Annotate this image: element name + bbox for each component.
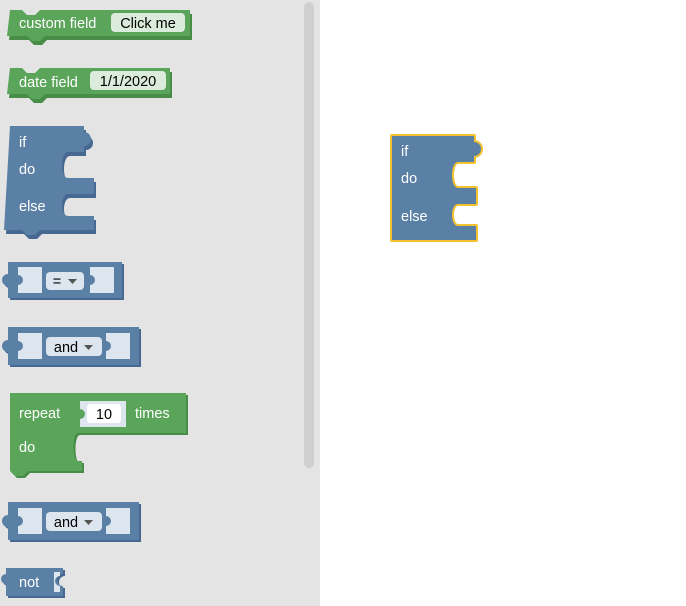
repeat-times-value: 10 (96, 407, 112, 423)
logic-1-right-slot[interactable] (106, 333, 130, 359)
click-me-button[interactable]: Click me (111, 13, 185, 32)
repeat-times-input[interactable]: 10 (80, 401, 126, 427)
not-label: not (19, 575, 39, 591)
dropdown-arrow-icon (84, 345, 93, 350)
workspace-do-label: do (401, 171, 417, 187)
date-field-block[interactable]: date field 1/1/2020 (7, 68, 172, 103)
workspace-if-else-block[interactable]: if do else (390, 134, 483, 242)
repeat-block[interactable]: repeat 10 times do (10, 393, 188, 478)
logic-2-operator-value: and (54, 515, 78, 531)
logic-2-operator-dropdown[interactable]: and (46, 512, 102, 531)
logic-2-left-slot[interactable] (18, 508, 42, 534)
logic-1-operator-dropdown[interactable]: and (46, 337, 102, 356)
workspace-canvas[interactable] (320, 0, 686, 606)
compare-operator-value: = (53, 274, 61, 290)
dropdown-arrow-icon (68, 279, 77, 284)
dropdown-arrow-icon (84, 520, 93, 525)
workspace-if-label: if (401, 144, 409, 160)
if-else-block[interactable]: if do else (4, 126, 96, 239)
logic-1-operator-value: and (54, 340, 78, 356)
logic-operation-block-2[interactable]: and (2, 502, 141, 542)
if-label: if (19, 135, 27, 151)
custom-field-block[interactable]: custom field Click me (7, 10, 192, 45)
compare-right-slot[interactable] (90, 267, 114, 293)
not-input-slot[interactable] (54, 572, 60, 592)
compare-left-slot[interactable] (18, 267, 42, 293)
not-block[interactable]: not (1, 568, 65, 598)
logic-2-right-slot[interactable] (106, 508, 130, 534)
compare-operator-dropdown[interactable]: = (46, 272, 84, 290)
flyout-scrollbar[interactable] (304, 2, 314, 468)
do-label: do (19, 440, 35, 456)
date-input-value: 1/1/2020 (100, 74, 156, 90)
custom-field-label: custom field (19, 16, 96, 32)
else-label: else (19, 199, 46, 215)
workspace-else-label: else (401, 209, 428, 225)
repeat-label: repeat (19, 406, 60, 422)
date-input[interactable]: 1/1/2020 (90, 71, 166, 90)
logic-operation-block-1[interactable]: and (2, 327, 141, 367)
click-me-button-label: Click me (120, 16, 176, 32)
logic-1-left-slot[interactable] (18, 333, 42, 359)
compare-block[interactable]: = (2, 262, 124, 300)
times-label: times (135, 406, 170, 422)
do-label: do (19, 162, 35, 178)
date-field-label: date field (19, 75, 78, 91)
